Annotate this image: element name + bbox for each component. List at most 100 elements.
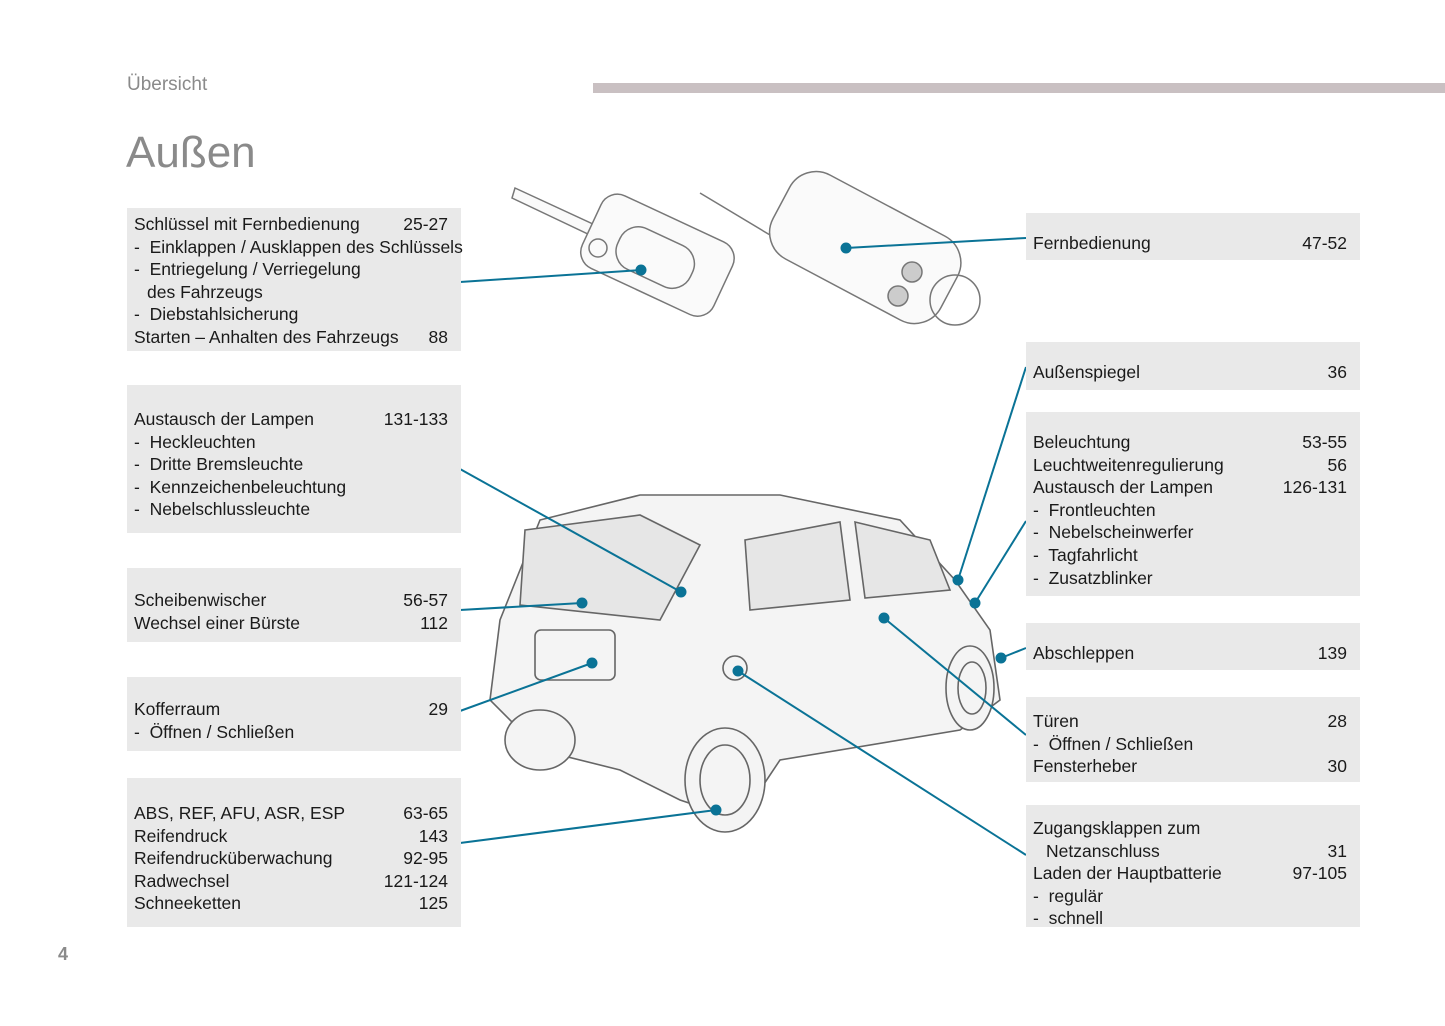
topic-label: Schneeketten xyxy=(134,893,242,914)
topic-label: Türen xyxy=(1033,711,1079,731)
topic-label: Außenspiegel xyxy=(1033,362,1141,382)
page-reference: 139 xyxy=(1317,643,1347,663)
topic-label: Abschleppen xyxy=(1033,643,1135,663)
topic-label: Öffnen / Schließen xyxy=(1033,733,1194,756)
left-callout-box: Kofferraum 29Öffnen / Schließen xyxy=(127,677,461,751)
page-reference: 88 xyxy=(428,326,448,347)
page-title: Außen xyxy=(126,128,256,177)
index-row: Radwechsel 121-124 xyxy=(134,870,448,893)
page-reference: 56-57 xyxy=(403,590,448,610)
index-row: Außenspiegel 36 xyxy=(1033,361,1347,384)
topic-label: Öffnen / Schließen xyxy=(134,721,295,744)
index-row: Zusatzblinker xyxy=(1033,567,1347,590)
page-reference: 30 xyxy=(1327,756,1347,777)
page-reference: 97-105 xyxy=(1292,863,1348,884)
index-row: Netzanschluss 31 xyxy=(1033,840,1347,863)
topic-label: Kofferraum xyxy=(134,699,221,719)
index-row: Entriegelung / Verriegelung xyxy=(134,258,448,281)
topic-label: Kennzeichenbeleuchtung xyxy=(134,476,347,499)
index-row: Austausch der Lampen 126-131 xyxy=(1033,476,1347,499)
topic-label: Austausch der Lampen xyxy=(1033,477,1213,498)
topic-label: Reifendruck xyxy=(134,825,228,846)
topic-label: regulär xyxy=(1033,885,1103,908)
index-row: Tagfahrlicht xyxy=(1033,544,1347,567)
index-row: Zugangsklappen zum xyxy=(1033,817,1347,840)
index-row: Laden der Hauptbatterie 97-105 xyxy=(1033,862,1347,885)
page-reference: 29 xyxy=(428,699,448,719)
index-row: Kofferraum 29 xyxy=(134,698,448,721)
topic-label: des Fahrzeugs xyxy=(147,281,263,302)
index-row: Abschleppen 139 xyxy=(1033,642,1347,665)
topic-label: Heckleuchten xyxy=(134,431,256,454)
topic-label: Tagfahrlicht xyxy=(1033,544,1138,567)
topic-label: Nebelschlussleuchte xyxy=(134,498,311,521)
page-reference: 53-55 xyxy=(1302,432,1347,452)
topic-label: Reifendrucküberwachung xyxy=(134,848,333,869)
header-bar xyxy=(593,83,1445,93)
topic-label: Austausch der Lampen xyxy=(134,409,314,429)
left-callout-box: Schlüssel mit Fernbedienung 25-27Einklapp… xyxy=(127,208,463,351)
topic-label: Dritte Bremsleuchte xyxy=(134,453,304,476)
right-callout-box: Abschleppen 139 xyxy=(1026,623,1360,670)
index-row: Diebstahlsicherung xyxy=(134,303,448,326)
topic-label: Fensterheber xyxy=(1033,756,1138,777)
left-callout-box: Austausch der Lampen131-133HeckleuchtenD… xyxy=(127,385,461,533)
index-row: schnell xyxy=(1033,907,1347,930)
index-row: regulär xyxy=(1033,885,1347,908)
index-row: Öffnen / Schließen xyxy=(134,721,448,744)
page-reference: 25-27 xyxy=(403,214,448,234)
page-reference: 112 xyxy=(420,612,448,633)
page-reference: 143 xyxy=(418,825,448,846)
topic-label: Laden der Hauptbatterie xyxy=(1033,863,1222,884)
index-row: Schlüssel mit Fernbedienung 25-27 xyxy=(134,213,448,236)
topic-label: Schlüssel mit Fernbedienung xyxy=(134,214,360,234)
topic-label: Zugangsklappen zum xyxy=(1033,818,1201,838)
index-row: Kennzeichenbeleuchtung xyxy=(134,476,448,499)
page-reference: 126-131 xyxy=(1282,477,1347,498)
topic-label: Netzanschluss xyxy=(1046,840,1160,861)
car-illustration xyxy=(489,494,1001,833)
section-label: Übersicht xyxy=(127,74,208,95)
index-row: Einklappen / Ausklappen des Schlüssels xyxy=(134,236,463,259)
index-row: ABS, REF, AFU, ASR, ESP 63-65 xyxy=(134,802,448,825)
topic-label: Einklappen / Ausklappen des Schlüssels xyxy=(134,236,463,259)
topic-label: Diebstahlsicherung xyxy=(134,303,299,326)
page-reference: 63-65 xyxy=(403,803,448,823)
page-reference: 36 xyxy=(1327,362,1347,382)
topic-label: Leuchtweitenregulierung xyxy=(1033,454,1224,475)
index-row: Scheibenwischer 56-57 xyxy=(134,589,448,612)
index-row: Nebelschlussleuchte xyxy=(134,498,448,521)
page-reference: 121-124 xyxy=(383,870,448,891)
topic-label: Scheibenwischer xyxy=(134,590,267,610)
topic-label: ABS, REF, AFU, ASR, ESP xyxy=(134,803,346,823)
index-row: des Fahrzeugs xyxy=(134,281,448,304)
index-row: Öffnen / Schließen xyxy=(1033,733,1347,756)
right-callout-box: Außenspiegel 36 xyxy=(1026,342,1360,390)
page-reference: 31 xyxy=(1327,840,1347,861)
index-row: Heckleuchten xyxy=(134,431,448,454)
page-reference: 125 xyxy=(418,893,448,914)
topic-label: Entriegelung / Verriegelung xyxy=(134,258,361,281)
callout-lines xyxy=(459,237,1027,856)
index-row: Beleuchtung 53-55 xyxy=(1033,431,1347,454)
key-illustration xyxy=(511,186,735,317)
topic-label: Frontleuchten xyxy=(1033,499,1156,522)
index-row: Frontleuchten xyxy=(1033,499,1347,522)
topic-label: Beleuchtung xyxy=(1033,432,1131,452)
topic-label: Radwechsel xyxy=(134,870,230,891)
topic-label: schnell xyxy=(1033,907,1103,930)
page-reference: 47-52 xyxy=(1302,233,1347,253)
